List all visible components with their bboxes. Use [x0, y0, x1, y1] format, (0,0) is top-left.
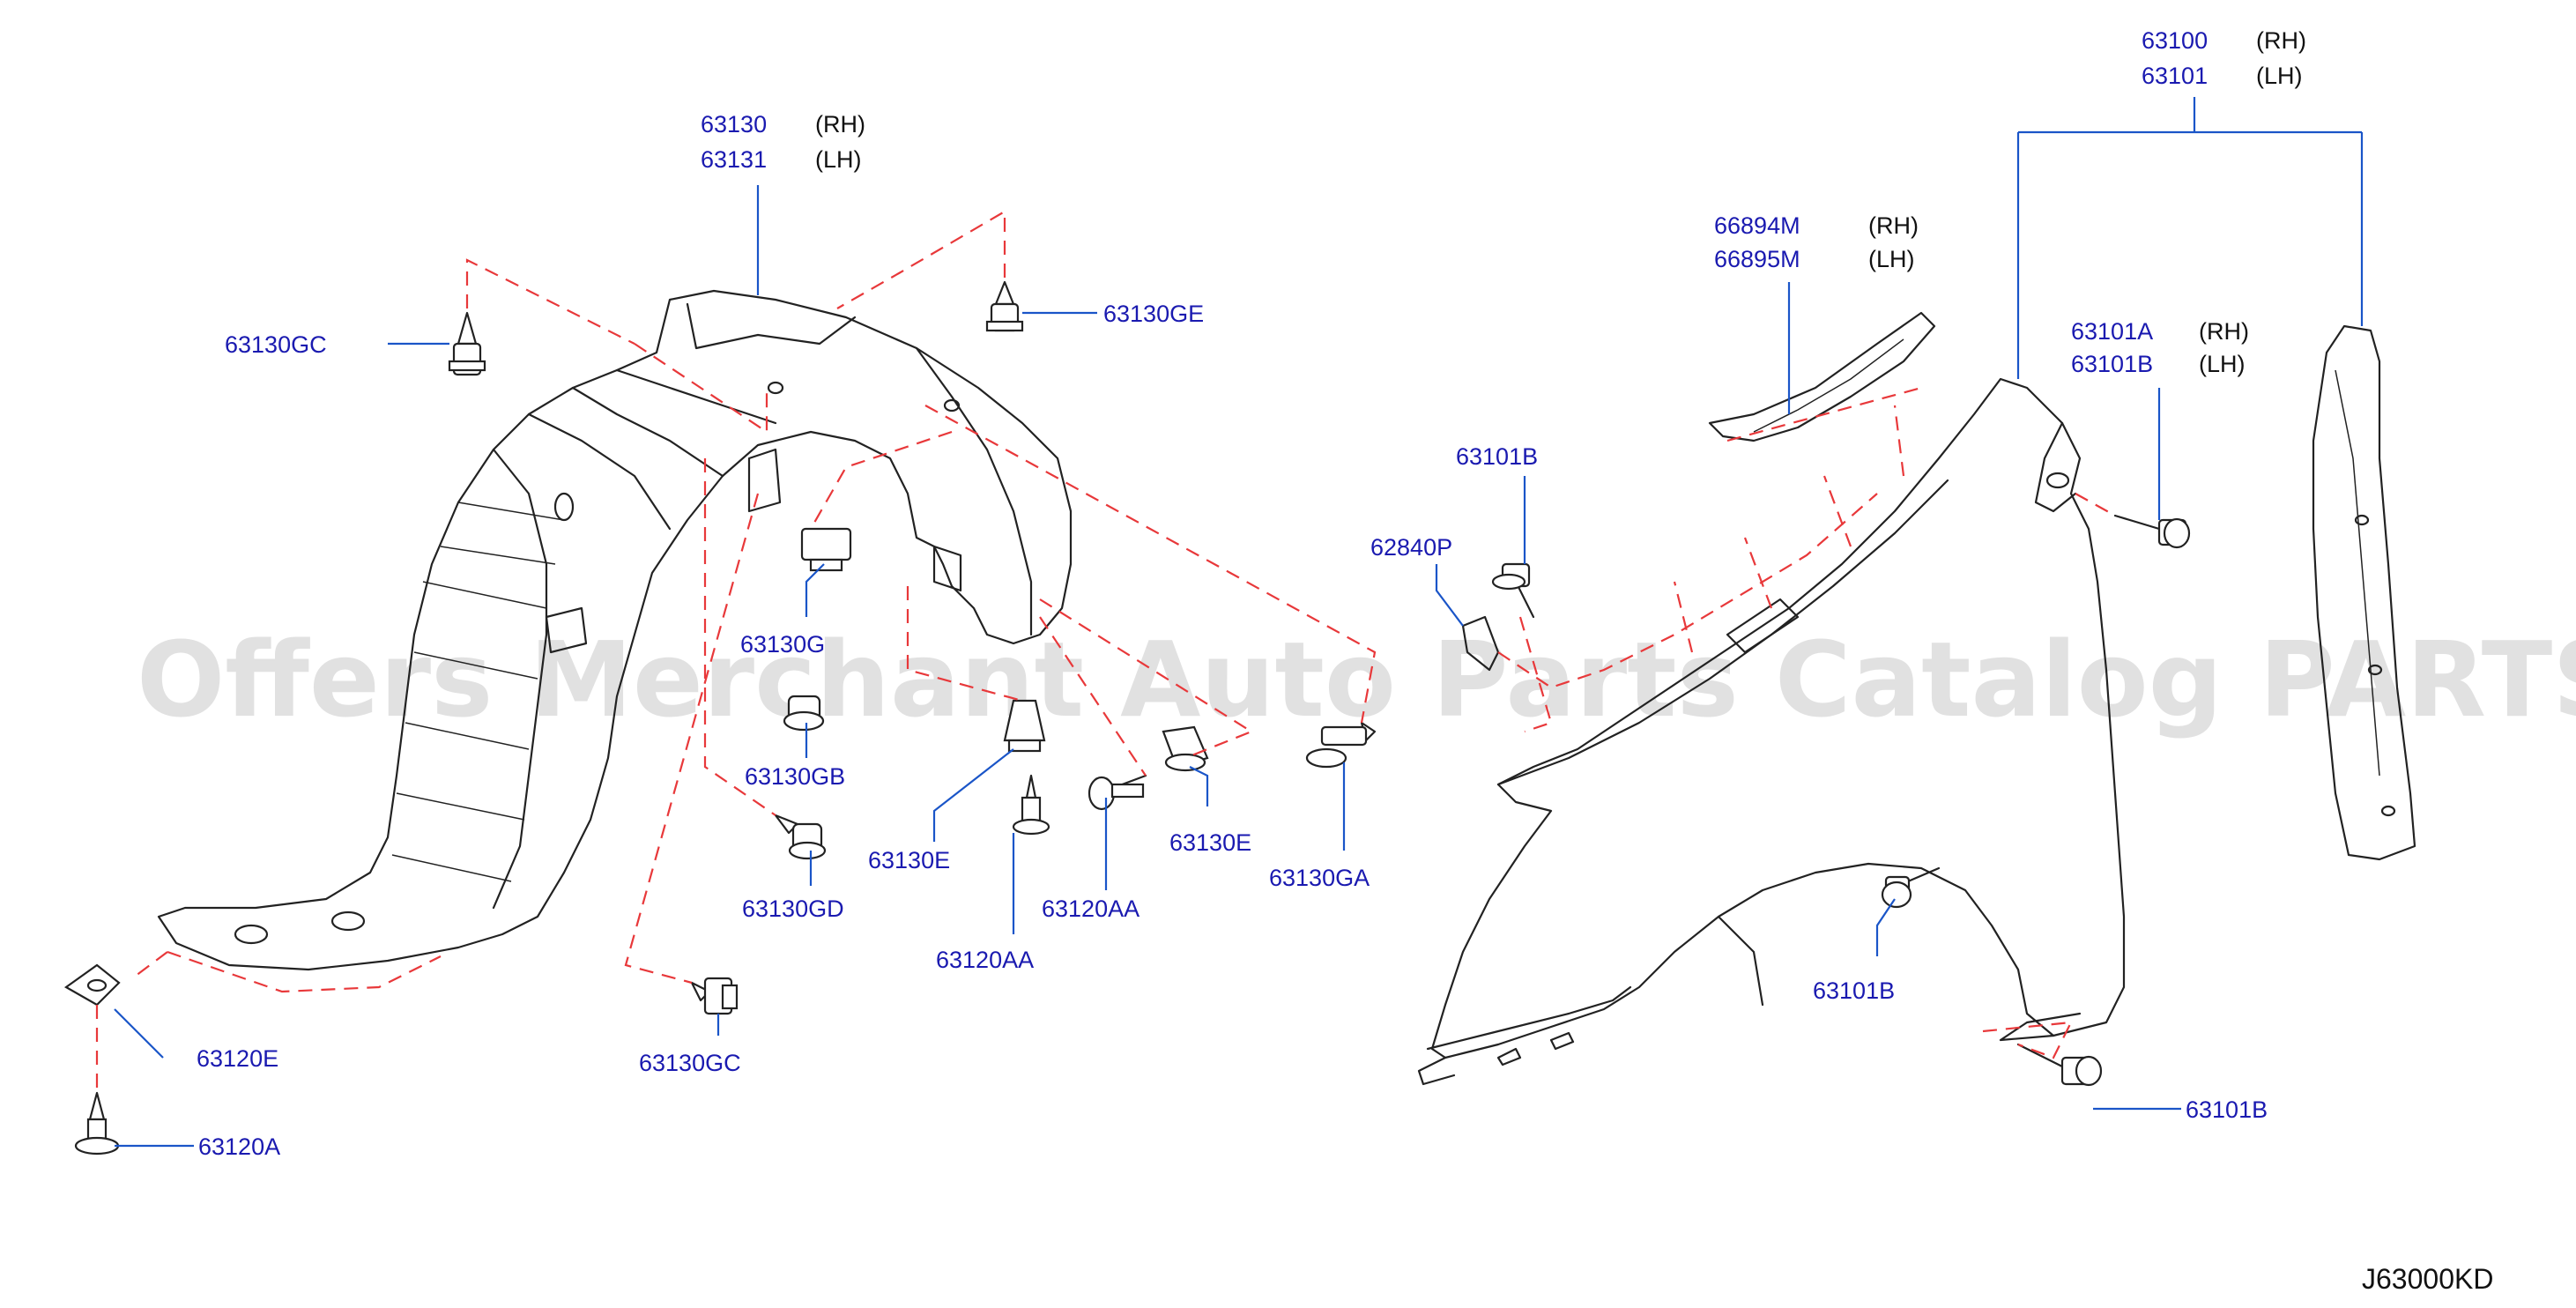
nut-63120e-icon	[63, 963, 121, 1007]
clip-e-right-icon	[1162, 725, 1209, 772]
label-clip-gc-bottom: 63130GC	[639, 1050, 741, 1076]
label-62840p: 62840P	[1370, 534, 1452, 561]
label-clip-ge: 63130GE	[1103, 301, 1204, 327]
label-clip-gc-top: 63130GC	[225, 331, 327, 358]
suffix-bracket-rh: (RH)	[2199, 318, 2249, 345]
clip-gb-icon	[783, 695, 825, 732]
clip-ga-icon	[1305, 721, 1377, 769]
label-bracket-rh: 63101A	[2071, 318, 2153, 345]
fender-bracket-drawing	[2312, 324, 2416, 861]
label-protector-lh: 63131	[701, 146, 767, 173]
screw-aa-a-icon	[1012, 774, 1050, 836]
leader-lines	[114, 97, 2364, 1148]
label-clip-gd: 63130GD	[742, 896, 844, 922]
label-clip-e-center: 63130E	[868, 847, 950, 873]
part-labels: 63100 (RH) 63101 (LH) 63130 (RH) 63131 (…	[197, 27, 2306, 1160]
suffix-protector-rh: (RH)	[815, 111, 865, 137]
label-clip-ga: 63130GA	[1269, 865, 1370, 891]
fender-seal-drawing	[1708, 311, 1936, 442]
bolt-63101a-icon	[2113, 514, 2191, 549]
screw-63120a-icon	[74, 1091, 120, 1156]
label-protector-rh: 63130	[701, 111, 767, 137]
label-seal-rh: 66894M	[1714, 212, 1800, 239]
label-fender-lh: 63101	[2142, 63, 2208, 89]
diagram-code: J63000KD	[2362, 1263, 2493, 1295]
clip-gc-top-icon	[448, 311, 486, 376]
label-bolt-63101b-upper: 63101B	[1456, 443, 1538, 470]
label-clip-g: 63130G	[740, 631, 825, 658]
suffix-seal-lh: (LH)	[1868, 246, 1915, 272]
label-screw-aa-a: 63120AA	[936, 947, 1034, 973]
suffix-protector-lh: (LH)	[815, 146, 862, 173]
bolt-63101b-lower-icon	[1881, 866, 1941, 909]
fender-protector-drawing	[157, 289, 1073, 971]
label-bolt-63101b-front: 63101B	[2186, 1096, 2268, 1123]
watermark-text: Offers Merchant Auto Parts Catalog PARTS…	[137, 619, 2576, 740]
suffix-fender-lh: (LH)	[2256, 63, 2303, 89]
label-bracket-lh: 63101B	[2071, 351, 2153, 377]
clip-gc-bottom-icon	[690, 977, 739, 1015]
suffix-seal-rh: (RH)	[1868, 212, 1919, 239]
clip-e-center-icon	[1003, 699, 1046, 753]
label-screw-63120a: 63120A	[198, 1133, 280, 1160]
label-clip-gb: 63130GB	[745, 763, 845, 790]
clip-g-icon	[800, 527, 852, 572]
screw-aa-b-icon	[1088, 774, 1147, 811]
clip-gd-icon	[774, 814, 827, 860]
label-seal-lh: 66895M	[1714, 246, 1800, 272]
label-nut-63120e: 63120E	[197, 1045, 278, 1072]
fender-spacer-drawing	[1461, 615, 1500, 672]
label-fender-rh: 63100	[2142, 27, 2208, 54]
bolt-63101b-front-icon	[2016, 1043, 2103, 1087]
label-bolt-63101b-lower: 63101B	[1813, 977, 1895, 1004]
assembly-dashed-lines	[95, 210, 2116, 1093]
bolt-63101b-upper-icon	[1491, 562, 1535, 619]
suffix-fender-rh: (RH)	[2256, 27, 2306, 54]
suffix-bracket-lh: (LH)	[2199, 351, 2246, 377]
label-screw-aa-b: 63120AA	[1042, 896, 1140, 922]
label-clip-e-right: 63130E	[1169, 829, 1251, 856]
clip-ge-icon	[985, 280, 1024, 332]
front-fender-drawing	[1417, 377, 2126, 1086]
